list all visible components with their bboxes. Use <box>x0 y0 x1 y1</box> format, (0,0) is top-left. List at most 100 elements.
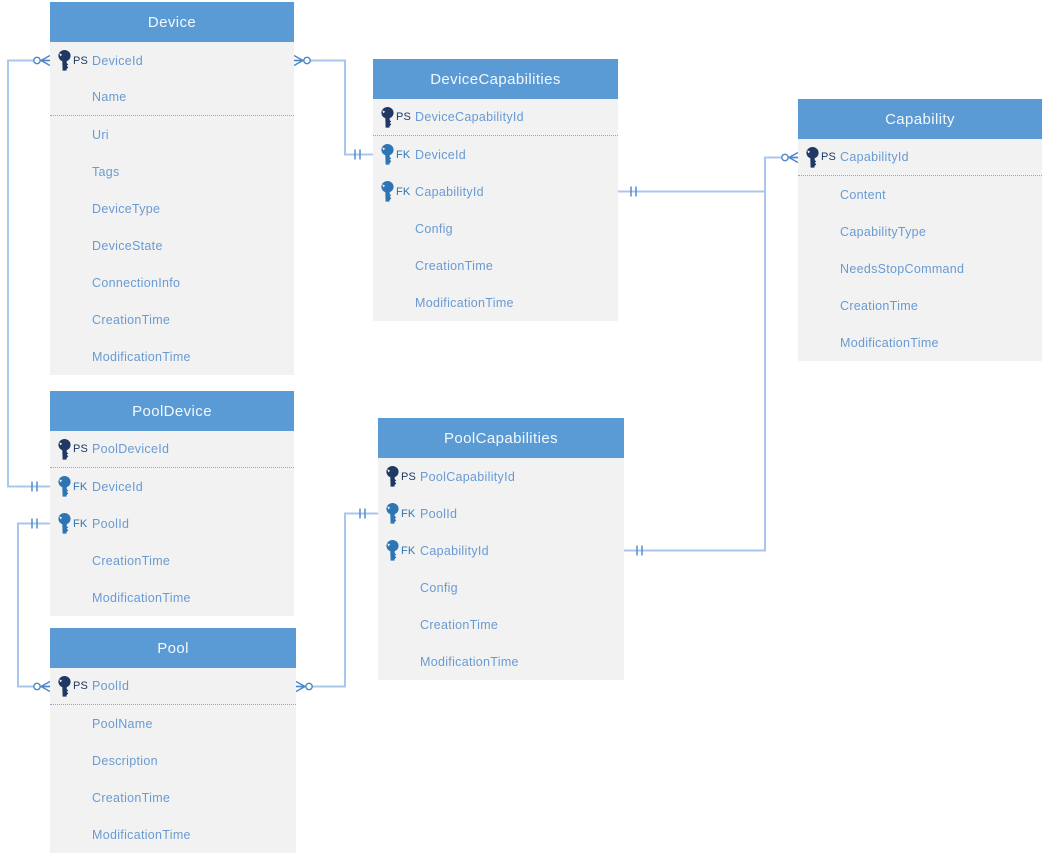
zero-or-many-symbol <box>295 680 313 693</box>
field-row-capabilitytype[interactable]: CapabilityType <box>798 213 1042 250</box>
field-name: CapabilityId <box>420 543 489 558</box>
field-name: Config <box>420 580 458 595</box>
relationship-line[interactable] <box>296 512 378 688</box>
relationship-device-pooldevice[interactable] <box>7 54 51 492</box>
field-row-connectioninfo[interactable]: ConnectionInfo <box>50 264 294 301</box>
entity-header-pool[interactable]: Pool <box>50 628 296 668</box>
field-row-content[interactable]: Content <box>798 176 1042 213</box>
field-row-poolname[interactable]: PoolName <box>50 705 296 742</box>
relationship-capability-poolcapabilities[interactable] <box>624 157 766 556</box>
relationship-device-devicecapabilities[interactable] <box>293 54 373 160</box>
zero-or-many-symbol <box>33 680 51 693</box>
field-row-creationtime[interactable]: CreationTime <box>50 301 294 338</box>
primary-key-icon <box>806 146 819 168</box>
field-name: PoolName <box>92 716 153 731</box>
field-row-creationtime[interactable]: CreationTime <box>798 287 1042 324</box>
field-name: CreationTime <box>415 258 494 273</box>
one-and-only-one-symbol <box>636 545 643 556</box>
entity-title: DeviceCapabilities <box>430 70 561 88</box>
relationship-line[interactable] <box>624 157 766 552</box>
relationship-line[interactable] <box>618 156 798 193</box>
field-row-description[interactable]: Description <box>50 742 296 779</box>
field-row-creationtime[interactable]: CreationTime <box>50 542 294 579</box>
entity-header-devicecapabilities[interactable]: DeviceCapabilities <box>373 59 618 99</box>
entity-header-poolcapabilities[interactable]: PoolCapabilities <box>378 418 624 458</box>
foreign-key-icon <box>386 540 399 561</box>
entity-header-capability[interactable]: Capability <box>798 99 1042 139</box>
field-name: Content <box>840 187 886 202</box>
one-and-only-one-symbol <box>31 481 38 492</box>
field-row-modificationtime[interactable]: ModificationTime <box>50 816 296 853</box>
relationship-line[interactable] <box>17 522 50 688</box>
zero-or-many-symbol <box>33 54 51 67</box>
field-row-needsstopcommand[interactable]: NeedsStopCommand <box>798 250 1042 287</box>
field-row-name[interactable]: Name <box>50 79 294 116</box>
key-slot: PS <box>806 146 840 168</box>
field-row-modificationtime[interactable]: ModificationTime <box>50 338 294 375</box>
field-row-uri[interactable]: Uri <box>50 116 294 153</box>
key-type-label: FK <box>73 517 88 530</box>
field-row-config[interactable]: Config <box>378 569 624 606</box>
entity-header-pooldevice[interactable]: PoolDevice <box>50 391 294 431</box>
primary-key-icon <box>381 106 394 128</box>
relationship-capability-devicecapabilities[interactable] <box>618 151 799 197</box>
foreign-key-icon <box>58 513 71 534</box>
key-slot: PS <box>58 675 92 697</box>
field-row-tags[interactable]: Tags <box>50 153 294 190</box>
field-name: PoolId <box>92 679 130 693</box>
key-slot: FK <box>58 513 92 534</box>
key-type-label: FK <box>401 507 416 520</box>
relationship-line[interactable] <box>294 59 373 156</box>
field-row-modificationtime[interactable]: ModificationTime <box>50 579 294 616</box>
relationship-line[interactable] <box>7 59 50 488</box>
relationship-pool-pooldevice[interactable] <box>17 518 51 693</box>
key-type-label: PS <box>821 151 837 163</box>
field-name: Uri <box>92 127 109 142</box>
key-slot: PS <box>386 466 420 487</box>
field-name: CapabilityId <box>415 184 484 199</box>
field-row-creationtime[interactable]: CreationTime <box>50 779 296 816</box>
field-row-config[interactable]: Config <box>373 210 618 247</box>
entity-header-device[interactable]: Device <box>50 2 294 42</box>
primary-key-icon <box>58 438 71 460</box>
field-name: CreationTime <box>92 553 171 568</box>
field-name: DeviceState <box>92 238 163 253</box>
field-name: Name <box>92 90 127 104</box>
field-row-modificationtime[interactable]: ModificationTime <box>378 643 624 680</box>
field-row-creationtime[interactable]: CreationTime <box>378 606 624 643</box>
field-row-poolid[interactable]: FK PoolId <box>378 495 624 532</box>
field-row-modificationtime[interactable]: ModificationTime <box>373 284 618 321</box>
relationship-pool-poolcapabilities[interactable] <box>295 508 378 693</box>
field-row-devicestate[interactable]: DeviceState <box>50 227 294 264</box>
field-name: CreationTime <box>840 298 919 313</box>
field-name: CapabilityId <box>840 150 909 164</box>
key-slot: FK <box>381 144 415 165</box>
field-name: CreationTime <box>92 312 171 327</box>
key-type-label: PS <box>73 680 89 692</box>
field-row-devicetype[interactable]: DeviceType <box>50 190 294 227</box>
field-name: DeviceId <box>92 53 144 68</box>
field-name: PoolId <box>420 506 458 521</box>
field-row-modificationtime[interactable]: ModificationTime <box>798 324 1042 361</box>
one-and-only-one-symbol <box>630 186 637 197</box>
field-row-creationtime[interactable]: CreationTime <box>373 247 618 284</box>
field-name: DeviceId <box>415 147 467 162</box>
